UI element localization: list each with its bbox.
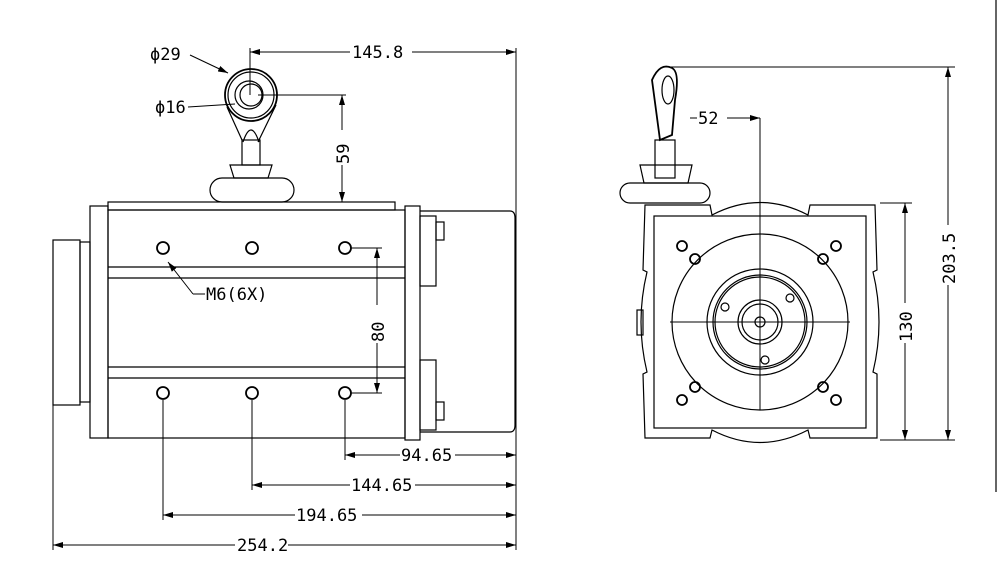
- dim-eye-inner: ϕ16: [155, 98, 186, 118]
- side-body: [640, 202, 880, 443]
- dim-overall-length: 254.2: [237, 536, 288, 556]
- dim-overall-height: 203.5: [940, 233, 960, 284]
- left-flange: [89, 205, 109, 439]
- end-cap: [52, 239, 81, 406]
- dim-eye-height: 59: [334, 144, 354, 164]
- side-view: 52 130 203.5: [619, 65, 960, 443]
- dim-body-height: 130: [897, 311, 917, 342]
- dim-eye-offset: 145.8: [352, 43, 403, 63]
- dim-eye-outer: ϕ29: [150, 45, 181, 65]
- eye-bolt-side: [619, 65, 711, 204]
- front-view: 145.8 ϕ29 ϕ16 59 M6(6X) 80 94.65 144.65 …: [52, 43, 517, 556]
- corner-bolts: [676, 240, 842, 406]
- dim-hole-1: 94.65: [401, 446, 452, 466]
- motor: [420, 210, 516, 433]
- dim-eye-center: 52: [698, 109, 718, 129]
- dim-hole-3: 194.65: [296, 506, 357, 526]
- right-flange: [404, 205, 421, 441]
- top-plate: [107, 201, 396, 211]
- dim-hole-2: 144.65: [351, 476, 412, 496]
- eye-bolt: [209, 68, 295, 203]
- dim-holes: M6(6X): [206, 285, 267, 305]
- mounting-holes: [156, 241, 352, 400]
- dim-hole-spacing: 80: [369, 322, 389, 342]
